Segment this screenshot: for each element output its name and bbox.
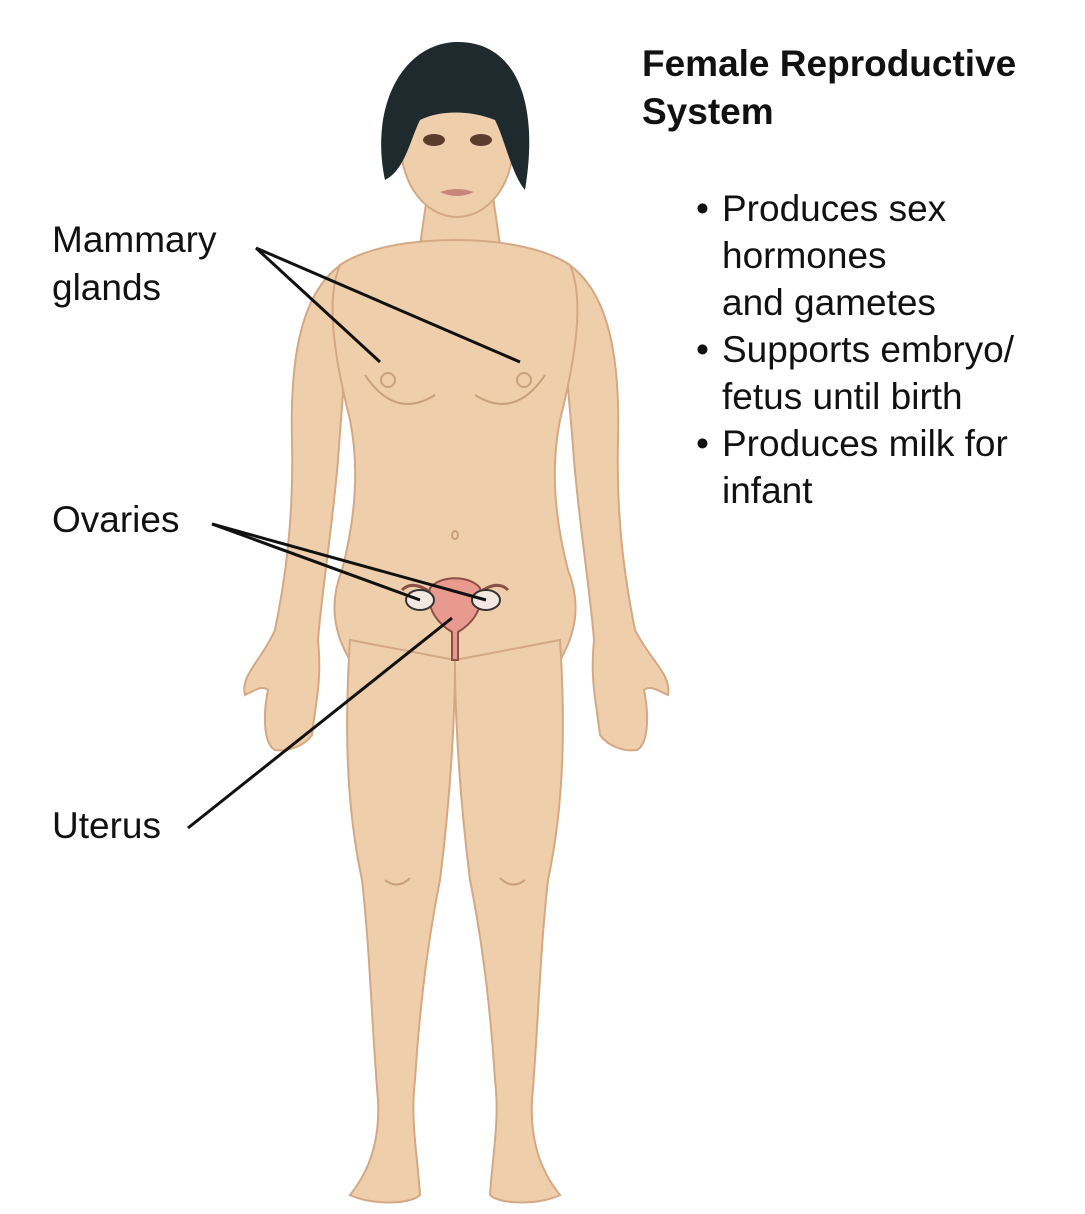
body-details <box>364 372 546 886</box>
ovaries-leader-right <box>211 522 487 602</box>
functions-list: • Produces sex hormones and gametes • Supp… <box>694 185 1084 514</box>
head <box>381 41 530 218</box>
function-text: Produces milk for infant <box>722 423 1008 511</box>
hair <box>381 41 530 190</box>
uterus-leader <box>187 616 453 830</box>
ovaries-label: Ovaries <box>52 499 180 540</box>
mammary-leader-left <box>254 246 382 364</box>
function-item: • Supports embryo/ fetus until birth <box>694 326 1084 420</box>
bullet-glyph: • <box>696 423 709 464</box>
function-text: Supports embryo/ fetus until birth <box>722 329 1015 417</box>
ovaries-leader-left <box>211 522 421 602</box>
leader-lines <box>187 246 521 830</box>
body-silhouette <box>243 189 670 1204</box>
function-text: Produces sex hormones and gametes <box>722 188 947 323</box>
diagram-title: Female Reproductive System <box>642 43 1017 132</box>
uterus-and-ovaries <box>400 577 510 661</box>
function-item: • Produces milk for infant <box>694 420 1084 514</box>
uterus-label: Uterus <box>52 805 161 846</box>
mammary-glands-label: Mammary glands <box>52 219 217 308</box>
bullet-glyph: • <box>696 329 709 370</box>
mammary-leader-right <box>255 246 521 364</box>
function-item: • Produces sex hormones and gametes <box>694 185 1084 326</box>
bullet-glyph: • <box>696 188 709 229</box>
